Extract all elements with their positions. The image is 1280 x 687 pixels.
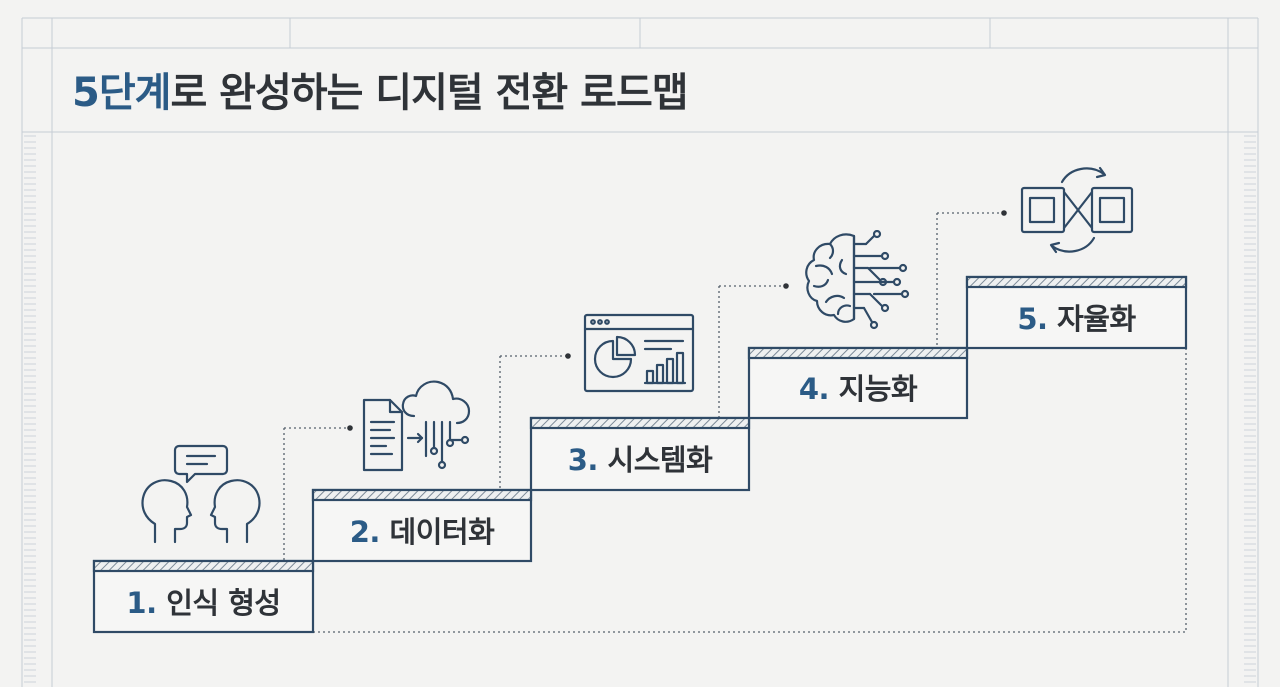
step-3-text: 시스템화 xyxy=(607,443,713,477)
step-5-label: 5. 자율화 xyxy=(967,290,1186,348)
step-3-label: 3. 시스템화 xyxy=(531,431,749,489)
step-box-1 xyxy=(92,559,315,634)
title-rest: 로 완성하는 디지털 전환 로드맵 xyxy=(170,70,688,116)
step-2-text: 데이터화 xyxy=(389,515,495,549)
autonomous-loop-icon xyxy=(1020,166,1134,254)
step-4-number: 4. xyxy=(798,372,830,406)
step-box-4 xyxy=(747,346,969,420)
step-2-number: 2. xyxy=(349,515,381,549)
step-4-text: 지능화 xyxy=(838,372,918,406)
step-5-text: 자율화 xyxy=(1057,302,1136,336)
title-accent: 5단계 xyxy=(72,70,171,116)
step-4-label: 4. 지능화 xyxy=(749,360,967,418)
step-box-3 xyxy=(529,416,751,492)
page-title: 5단계로 완성하는 디지털 전환 로드맵 xyxy=(72,60,689,118)
step-2-label: 2. 데이터화 xyxy=(313,503,531,561)
step-1-number: 1. xyxy=(126,586,157,620)
dashboard-window-icon xyxy=(583,313,695,393)
people-conversation-icon xyxy=(141,444,261,544)
step-1-text: 인식 형성 xyxy=(166,586,281,620)
step-box-5 xyxy=(965,275,1188,350)
document-cloud-icon xyxy=(362,380,471,472)
step-3-number: 3. xyxy=(567,443,599,477)
step-5-number: 5. xyxy=(1017,302,1048,336)
step-1-label: 1. 인식 형성 xyxy=(94,574,313,632)
brain-circuit-icon xyxy=(805,230,910,330)
